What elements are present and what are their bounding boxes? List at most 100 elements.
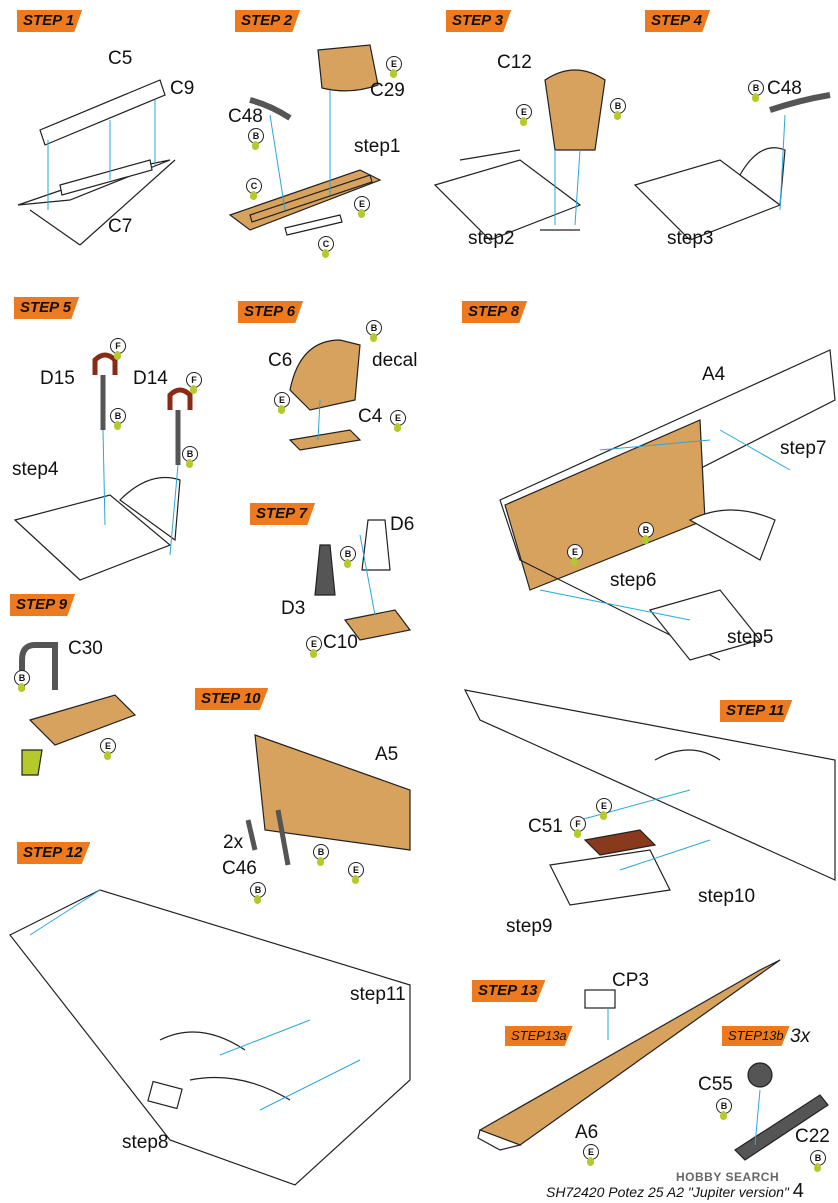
ref-step7: step7 [780, 438, 827, 459]
paint-code-icon: C [246, 178, 262, 200]
part-label-d14: D14 [133, 368, 168, 389]
quantity-3x: 3x [790, 1026, 811, 1047]
paint-code-icon: C [318, 236, 334, 258]
paint-code-icon: E [386, 56, 402, 78]
page-footer: SH72420 Potez 25 A2 "Jupiter version" 4 [546, 1180, 804, 1203]
paint-code-icon: E [274, 392, 290, 414]
step8-fuselage-drawing [499, 349, 836, 661]
step-2-badge: STEP 2 [235, 10, 301, 32]
paint-code-icon: B [638, 522, 654, 544]
step13-wing-drawing [477, 959, 829, 1161]
ref-step2: step2 [468, 228, 515, 249]
paint-code-icon: B [313, 844, 329, 866]
step-1-badge: STEP 1 [17, 10, 83, 32]
watermark: HOBBY SEARCH [676, 1170, 780, 1184]
part-label-a4: A4 [702, 364, 726, 385]
step9-drawing [19, 642, 137, 776]
part-label-cp3: CP3 [612, 970, 649, 991]
step-13a-badge: STEP13a [505, 1026, 573, 1046]
paint-code-icon: B [340, 546, 356, 568]
footer-title: SH72420 Potez 25 A2 "Jupiter version" [546, 1184, 789, 1200]
paint-code-icon: F [110, 338, 126, 360]
ref-step4: step4 [12, 459, 59, 480]
paint-code-icon: B [110, 408, 126, 430]
ref-step5: step5 [727, 627, 774, 648]
step-12-badge: STEP 12 [17, 842, 91, 864]
paint-code-icon: E [390, 410, 406, 432]
paint-code-icon: F [186, 372, 202, 394]
paint-code-icon: B [716, 1098, 732, 1120]
step-10-badge: STEP 10 [195, 688, 269, 710]
step-5-badge: STEP 5 [14, 297, 80, 319]
ref-step11: step11 [350, 984, 406, 1005]
paint-code-icon: E [354, 196, 370, 218]
paint-code-icon: E [567, 544, 583, 566]
paint-code-icon: B [14, 670, 30, 692]
part-label-c46: C46 [222, 858, 257, 879]
paint-code-icon: E [583, 1144, 599, 1166]
part-label-decal: decal [372, 350, 418, 371]
step-13-badge: STEP 13 [472, 980, 546, 1002]
paint-code-icon: B [748, 80, 764, 102]
part-label-c10: C10 [323, 632, 358, 653]
part-label-c55: C55 [698, 1074, 733, 1095]
part-label-c9: C9 [170, 78, 195, 99]
step-7-badge: STEP 7 [250, 503, 316, 525]
ref-step9: step9 [506, 916, 553, 937]
step4-frame-drawing [633, 92, 831, 241]
step1-frame-drawing [17, 79, 176, 246]
step-8-badge: STEP 8 [462, 301, 528, 323]
part-label-a6: A6 [575, 1122, 599, 1143]
part-label-d15: D15 [40, 368, 75, 389]
part-label-a5: A5 [375, 744, 399, 765]
paint-code-icon: B [182, 446, 198, 468]
step3-frame-drawing [433, 69, 606, 241]
paint-code-icon: E [596, 798, 612, 820]
step-4-badge: STEP 4 [645, 10, 711, 32]
part-label-c7: C7 [108, 216, 133, 237]
step-11-badge: STEP 11 [720, 700, 793, 722]
part-label-c12: C12 [497, 52, 532, 73]
paint-code-icon: E [348, 862, 364, 884]
paint-code-icon: B [810, 1150, 826, 1172]
ref-step10: step10 [698, 886, 756, 907]
step7-frame-drawing [314, 519, 412, 641]
step11-fuselage-drawing [463, 689, 836, 906]
ref-step8: step8 [122, 1132, 169, 1153]
leader-lines [29, 90, 791, 1146]
step-13b-badge: STEP13b [722, 1026, 790, 1046]
part-label-c4: C4 [358, 406, 383, 427]
paint-code-icon: E [306, 636, 322, 658]
step5-frame-drawing [13, 352, 193, 581]
step10-fuselage-drawing [245, 734, 411, 866]
step6-frame-drawing [288, 339, 362, 451]
paint-code-icon: B [248, 128, 264, 150]
ref-step3: step3 [667, 228, 714, 249]
ref-step6: step6 [610, 570, 657, 591]
page-number: 4 [792, 1180, 804, 1202]
part-label-c51: C51 [528, 816, 563, 837]
paint-code-icon: F [570, 816, 586, 838]
part-label-c5: C5 [108, 48, 133, 69]
step-9-badge: STEP 9 [10, 594, 76, 616]
paint-code-icon: E [516, 104, 532, 126]
part-label-d3: D3 [281, 598, 306, 619]
part-label-c30: C30 [68, 638, 103, 659]
part-label-c48-step4: C48 [767, 78, 802, 99]
step2-frame-drawing [228, 44, 382, 236]
step-6-badge: STEP 6 [238, 301, 304, 323]
part-label-c48-step2: C48 [228, 106, 263, 127]
part-label-c22: C22 [795, 1126, 830, 1147]
ref-step1: step1 [354, 136, 401, 157]
paint-code-icon: B [610, 98, 626, 120]
part-label-c6: C6 [268, 350, 293, 371]
part-label-c29: C29 [370, 80, 405, 101]
part-label-d6: D6 [390, 514, 415, 535]
paint-code-icon: E [100, 738, 116, 760]
step-3-badge: STEP 3 [446, 10, 512, 32]
paint-code-icon: B [366, 320, 382, 342]
paint-code-icon: B [250, 882, 266, 904]
step12-fuselage-drawing [9, 889, 411, 1186]
quantity-2x: 2x [223, 832, 244, 853]
